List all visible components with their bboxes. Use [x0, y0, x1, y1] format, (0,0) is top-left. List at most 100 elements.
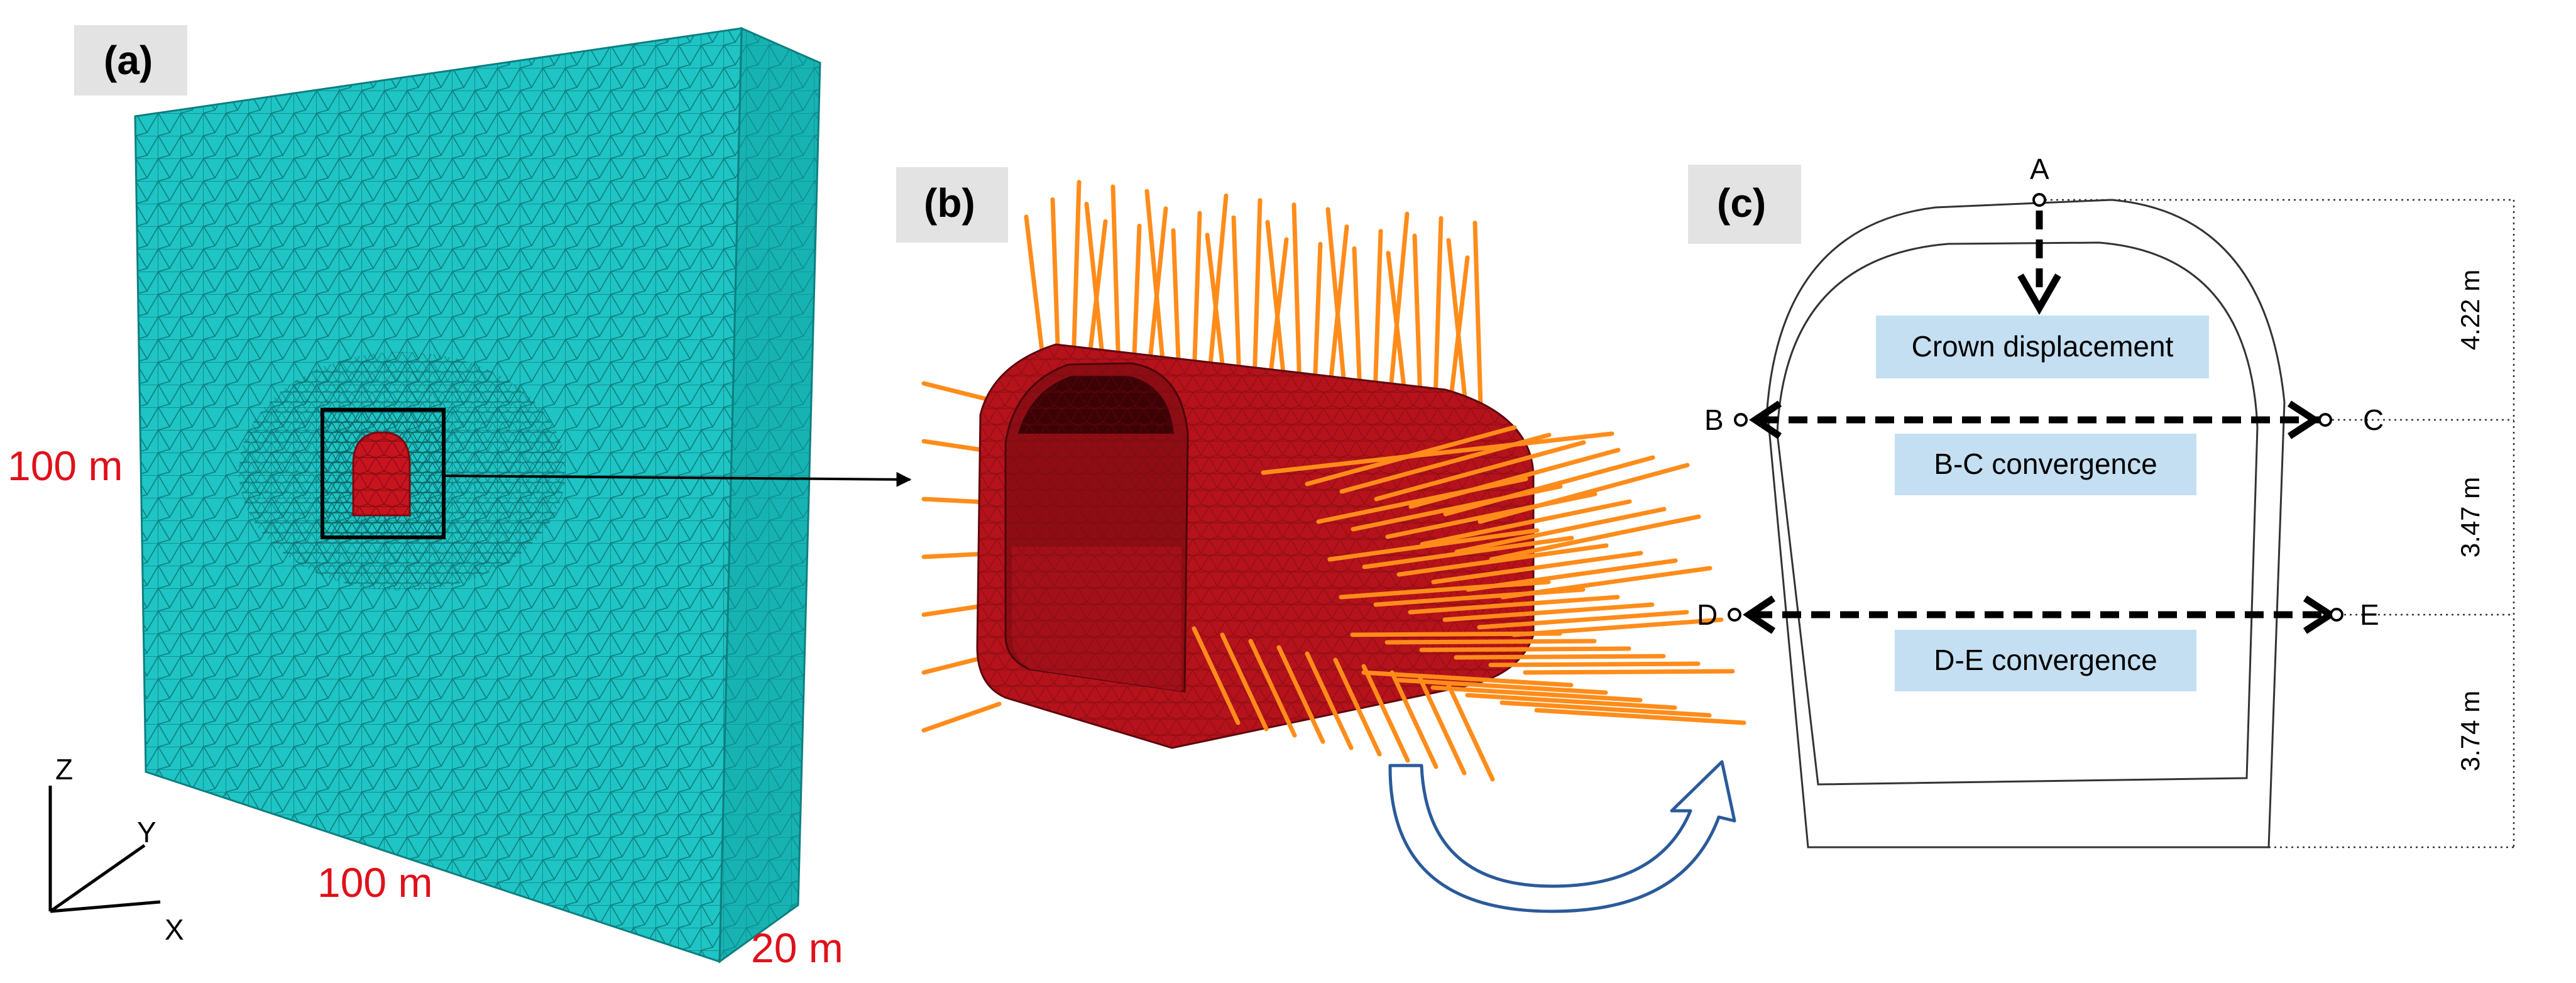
rock-bolt — [1408, 595, 1620, 615]
point-e-marker — [2330, 608, 2343, 622]
rock-bolt — [1446, 683, 1495, 782]
rock-bolt — [1373, 587, 1586, 607]
rock-bolt — [1499, 700, 1712, 718]
rock-bolt — [1362, 535, 1574, 569]
rock-bolt — [1205, 233, 1227, 382]
rock-bolt — [1050, 197, 1061, 365]
point-a-marker — [2032, 193, 2046, 207]
rock-bolt — [1352, 246, 1362, 395]
rock-bolt — [1418, 676, 1467, 776]
rock-bolt — [1351, 484, 1563, 532]
bc-convergence-box — [1895, 434, 2196, 495]
crown-displacement-box — [1876, 316, 2209, 378]
dimension-middle: 3.47 m — [2455, 477, 2485, 557]
rock-bolt — [1024, 214, 1046, 364]
rock-bolt — [1265, 219, 1287, 388]
rock-bolt — [1489, 514, 1701, 562]
rock-bolts-back — [921, 180, 1483, 733]
panel-c: (c) A B C D E — [1688, 153, 2515, 848]
rock-bolt — [921, 701, 1002, 733]
rock-bolt — [1477, 610, 1689, 630]
rock-bolt — [1171, 228, 1181, 378]
rock-bolt — [1192, 626, 1241, 725]
rock-bolt — [1261, 431, 1614, 475]
rock-bolt — [1433, 216, 1444, 403]
point-d-marker — [1728, 608, 1741, 622]
rock-bolt — [1420, 499, 1632, 547]
rock-bolt — [1276, 645, 1325, 744]
panel-b-tag: (b) — [924, 180, 975, 226]
rock-bolt — [1465, 693, 1677, 710]
panel-c-tag: (c) — [1717, 180, 1766, 226]
rock-bolt — [1386, 251, 1408, 400]
depth-dimension: 20 m — [751, 925, 843, 971]
point-b-marker — [1734, 413, 1748, 427]
rock-bolt — [1231, 215, 1242, 383]
rock-bolt — [1431, 551, 1643, 585]
rock-bolt — [1446, 238, 1468, 406]
rock-bolt — [1325, 207, 1347, 394]
rock-bolt — [1305, 651, 1354, 750]
rock-bolt — [1396, 678, 1608, 695]
rock-bolt — [1131, 223, 1142, 373]
rock-bolt — [1350, 631, 1562, 637]
rock-bolt — [1339, 579, 1551, 600]
rock-bolt — [1454, 507, 1667, 554]
rock-bolt — [1252, 198, 1263, 385]
axis-y-label: Y — [137, 816, 156, 848]
rock-bolt — [1374, 440, 1586, 502]
rock-bolt — [1312, 241, 1323, 391]
rock-bolt — [1534, 708, 1746, 725]
axis-z-label: Z — [55, 753, 73, 786]
dimension-guides — [2039, 199, 2515, 848]
rock-bolt — [1384, 639, 1597, 645]
panel-a: (a) 100 m 100 m 20 m Z Y X — [8, 25, 912, 971]
point-c-marker — [2318, 413, 2332, 427]
panel-b: (b) — [896, 167, 1746, 913]
rock-bolt — [1442, 602, 1655, 622]
rock-bolt — [1192, 211, 1202, 379]
axis-x-label: X — [165, 913, 184, 946]
rock-bolt — [1207, 193, 1229, 380]
rock-bolt — [1385, 491, 1598, 539]
rock-bolt — [1084, 202, 1106, 370]
transition-arrow — [1388, 760, 1736, 913]
rock-bolt — [1110, 184, 1121, 371]
width-dimension: 100 m — [317, 859, 432, 906]
rock-bolt — [1396, 543, 1609, 577]
rock-bolt — [1472, 221, 1483, 408]
de-convergence-box — [1895, 630, 2196, 691]
dimension-lower: 3.74 m — [2455, 691, 2485, 771]
rock-bolt — [1419, 646, 1631, 652]
rock-bolt — [1316, 476, 1528, 524]
bc-convergence-label: B-C convergence — [1934, 448, 2157, 480]
panel-a-tag: (a) — [104, 38, 153, 83]
rock-bolt — [1071, 180, 1082, 367]
rock-bolts-front — [1192, 425, 1746, 782]
coordinate-axes — [48, 786, 161, 913]
rock-bolt — [1454, 654, 1666, 660]
point-e-label: E — [2360, 598, 2379, 631]
rock-bolt — [1144, 189, 1166, 376]
dimension-upper: 4.22 m — [2455, 270, 2485, 350]
rock-bolt — [1361, 664, 1410, 763]
rock-bolt — [1361, 670, 1574, 688]
rock-bolt — [1291, 202, 1302, 390]
point-a-label: A — [2030, 153, 2049, 185]
point-c-label: C — [2363, 404, 2384, 436]
rock-bolt — [1327, 528, 1540, 562]
rock-bolt — [1412, 233, 1423, 402]
panel-c-tag-bg — [1688, 165, 1801, 244]
rock-bolt — [1430, 685, 1643, 703]
point-b-label: B — [1704, 404, 1724, 436]
rock-bolt — [1488, 661, 1701, 667]
rock-bolt — [1389, 670, 1439, 769]
de-convergence-label: D-E convergence — [1934, 644, 2157, 676]
tunnel-outer-outline — [1766, 199, 2286, 848]
rock-bolt — [1220, 632, 1269, 732]
panel-a-tag-bg — [74, 25, 187, 96]
rock-bolt — [1523, 669, 1735, 675]
rock-bolt — [1333, 657, 1382, 757]
rock-bolt — [1373, 229, 1383, 397]
